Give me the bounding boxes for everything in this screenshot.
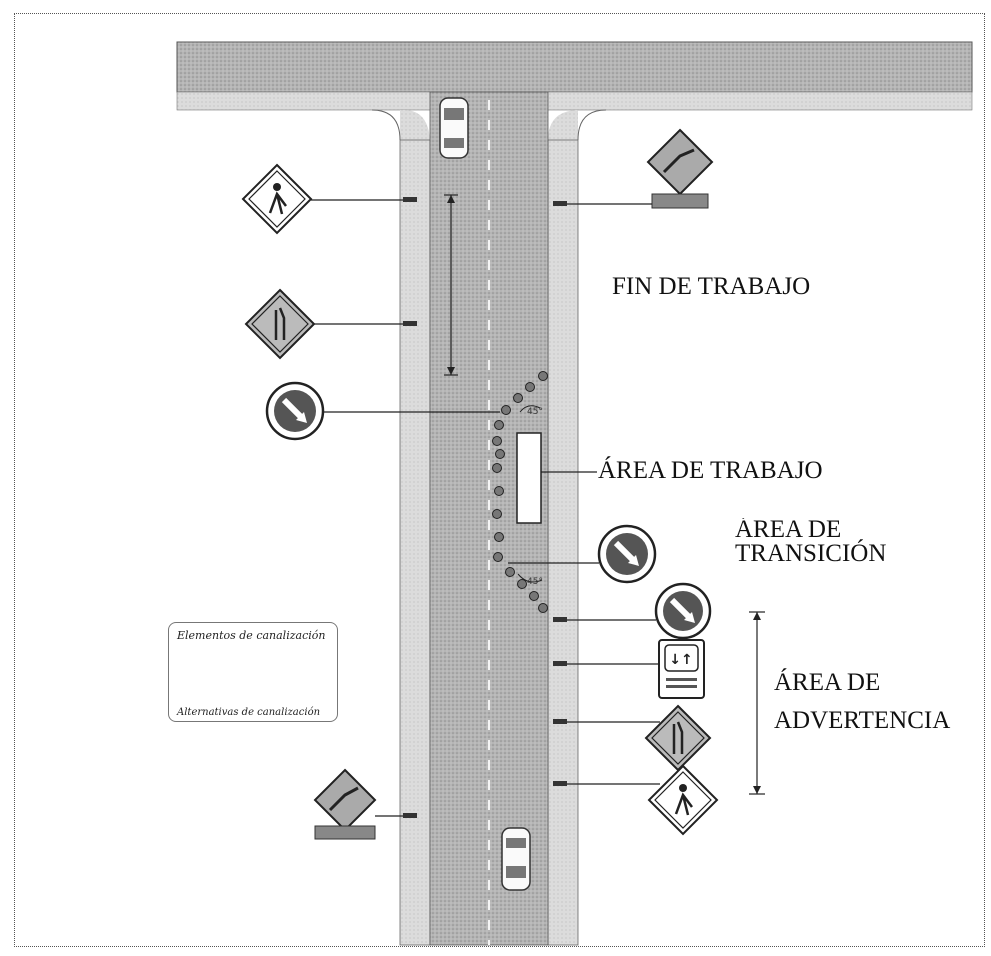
sign-keep-right-left <box>265 381 500 441</box>
angle-marker-bottom: 45° <box>517 573 543 587</box>
diagram-frame <box>14 13 985 947</box>
spacing-dimension-line <box>444 194 458 376</box>
svg-text:↓↑: ↓↑ <box>669 652 692 668</box>
sign-lane-narrows-left <box>244 288 417 360</box>
sign-men-at-work-left <box>241 163 417 235</box>
angle-marker-top: 45° <box>519 405 543 417</box>
angle-label-top: 45° <box>527 407 543 417</box>
sign-keep-right-transition <box>508 524 657 584</box>
sign-end-work-left <box>313 768 417 840</box>
sign-end-work-right <box>553 128 714 209</box>
cross-road <box>176 41 973 111</box>
sign-men-at-work-right <box>553 764 719 836</box>
label-area-de-advertencia: ÁREA DE ADVERTENCIA <box>774 669 951 734</box>
sign-two-way-traffic: ↓↑ <box>553 639 705 699</box>
main-road <box>371 91 607 946</box>
label-fin-de-trabajo: FIN DE TRABAJO <box>612 273 811 300</box>
sign-keep-right-warning <box>553 582 712 640</box>
channelizing-legend: Elementos de canalización Alternativas d… <box>168 622 338 722</box>
car-top <box>439 97 469 159</box>
legend-footer: Alternativas de canalización <box>177 707 321 718</box>
legend-title: Elementos de canalización <box>177 629 326 642</box>
warning-area-dimension-line <box>749 611 765 795</box>
label-area-de-transicion: ÁREA DE TRANSICIÓN <box>735 518 887 567</box>
work-area-block <box>516 432 597 524</box>
angle-label-bottom: 45° <box>527 577 543 587</box>
channelizing-cones <box>492 371 548 613</box>
label-area-de-trabajo: ÁREA DE TRABAJO <box>598 457 823 484</box>
car-bottom <box>501 827 531 891</box>
